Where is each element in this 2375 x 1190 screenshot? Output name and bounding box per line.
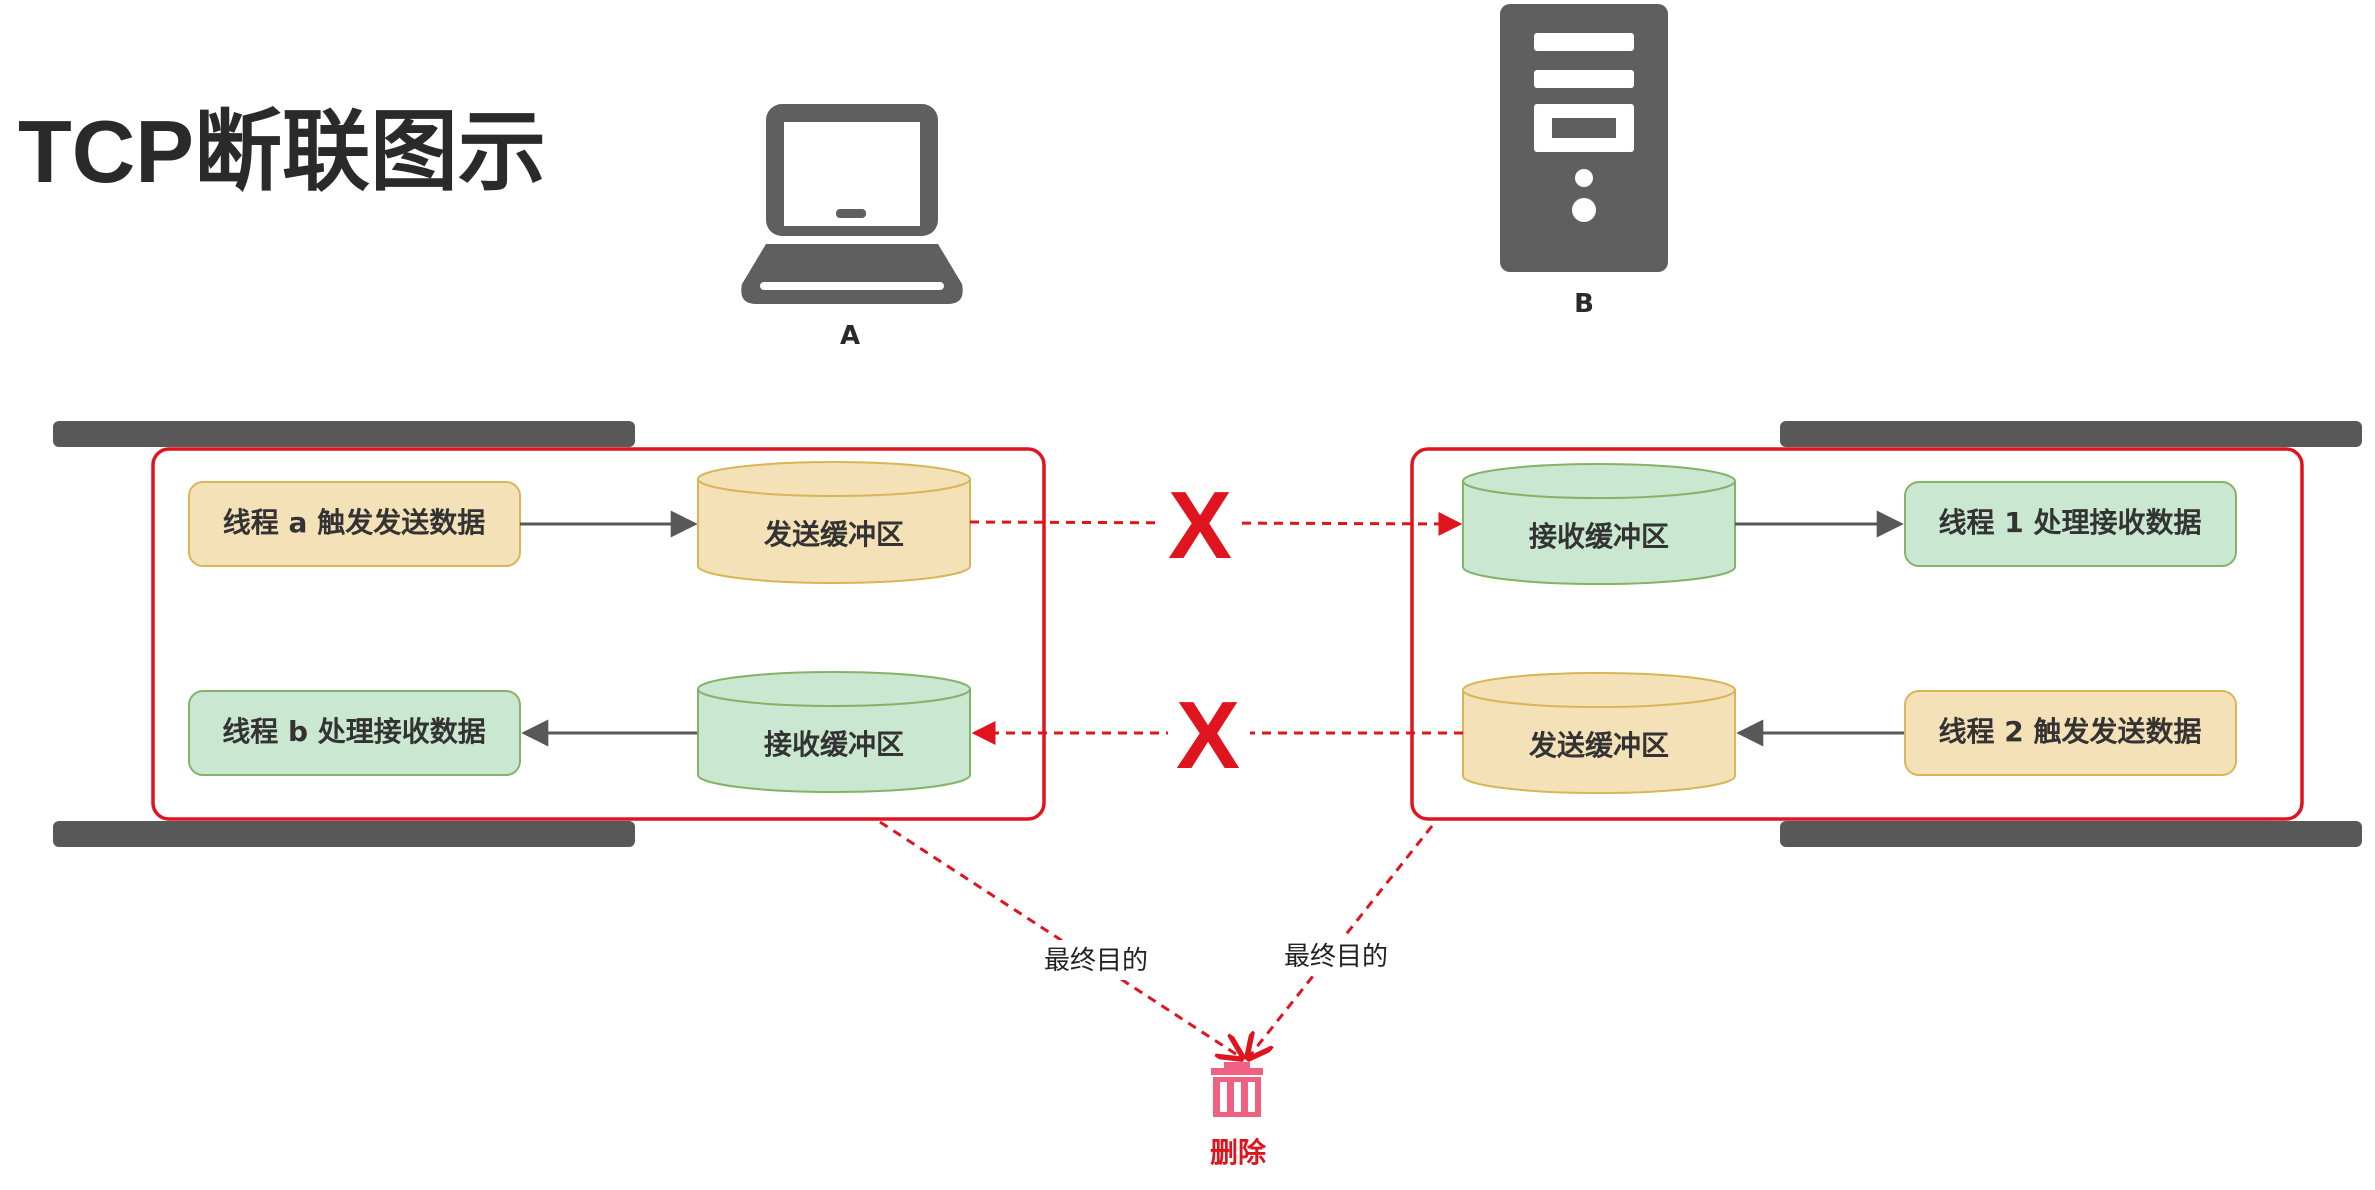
host-b-label: B <box>1574 289 1594 319</box>
delete-label: 删除 <box>1210 1136 1267 1169</box>
page-title: TCP断联图示 <box>18 102 546 201</box>
right-send-buffer <box>1462 672 1736 794</box>
thread-a-label: 线程 a 触发发送数据 <box>223 506 485 539</box>
right-send-buffer-label: 发送缓冲区 <box>1528 729 1669 762</box>
trash-icon <box>1211 1062 1263 1117</box>
left-bottom-rail <box>53 821 635 847</box>
broken-mark-bottom-bg <box>1168 690 1250 776</box>
thread-2-label: 线程 2 触发发送数据 <box>1939 715 2202 748</box>
thread-2-box <box>1904 690 2237 776</box>
left-top-rail <box>53 421 635 447</box>
thread-b-box <box>188 690 521 776</box>
broken-mark-bottom: X <box>1176 682 1240 789</box>
host-a-container <box>151 447 1046 821</box>
thread-1-box <box>1904 481 2237 567</box>
right-top-rail <box>1780 421 2362 447</box>
right-bottom-rail <box>1780 821 2362 847</box>
left-send-buffer <box>697 461 971 584</box>
purpose-label-left: 最终目的 <box>1044 946 1148 976</box>
thread-b-label: 线程 b 处理接收数据 <box>222 715 486 748</box>
left-recv-buffer <box>697 671 971 793</box>
laptop-icon <box>741 104 963 304</box>
broken-mark-top: X <box>1168 472 1232 579</box>
purpose-label-right: 最终目的 <box>1284 942 1388 972</box>
server-icon <box>1500 4 1668 272</box>
broken-mark-top-bg <box>1160 480 1242 566</box>
purpose-label-left-bg <box>1036 940 1156 980</box>
right-recv-buffer-label: 接收缓冲区 <box>1529 520 1669 553</box>
left-send-buffer-label: 发送缓冲区 <box>763 518 904 551</box>
right-recv-buffer <box>1462 463 1736 585</box>
purpose-label-right-bg <box>1276 936 1396 976</box>
left-recv-buffer-label: 接收缓冲区 <box>764 728 904 761</box>
thread-1-label: 线程 1 处理接收数据 <box>1939 506 2202 539</box>
host-b-container <box>1410 447 2304 821</box>
host-a-label: A <box>840 321 860 351</box>
